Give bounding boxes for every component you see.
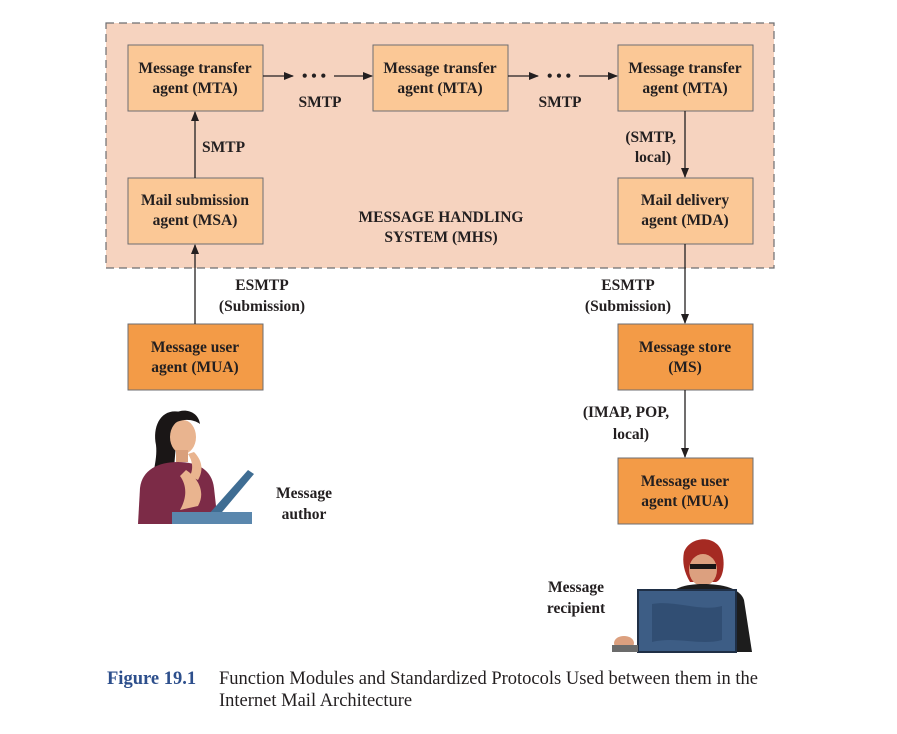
author-label-line2: author [282,506,327,523]
mta-2-line1: Message transfer [383,60,496,77]
edge-mua-msa-line1: ESMTP [235,277,289,294]
recipient-label-line2: recipient [547,600,606,617]
edge-mta1-mta2-dots: • • • [302,68,326,85]
edge-mta3-mda-line1: (SMTP, [625,129,676,146]
recipient-illustration [612,539,752,653]
message-store-box: Message store (MS) [617,323,754,391]
mta-3-box: Message transfer agent (MTA) [617,44,754,112]
mda-line2: agent (MDA) [641,212,728,229]
mta-2-line2: agent (MTA) [397,80,482,97]
msa-box: Mail submission agent (MSA) [127,177,264,245]
mda-box: Mail delivery agent (MDA) [617,177,754,245]
figure-caption: Figure 19.1 Function Modules and Standard… [107,668,807,712]
mua-recipient-line2: agent (MUA) [641,493,728,510]
edge-mta2-mta3: • • • SMTP [508,68,618,111]
edge-mua-msa: ESMTP (Submission) [191,244,305,324]
edge-mda-ms: ESMTP (Submission) [585,244,689,324]
edge-mta2-mta3-dots: • • • [547,68,571,85]
mua-author-line1: Message user [151,339,239,356]
message-store-line1: Message store [639,339,731,356]
author-label-line1: Message [276,485,332,502]
edge-msa-mta1-label: SMTP [202,139,246,156]
edge-mda-ms-line1: ESMTP [601,277,655,294]
mta-1-line1: Message transfer [138,60,251,77]
edge-msa-mta1: SMTP [191,111,246,178]
mta-3-line1: Message transfer [628,60,741,77]
message-store-line2: (MS) [668,359,702,376]
mua-recipient-line1: Message user [641,473,729,490]
msa-line1: Mail submission [141,192,249,209]
mta-2-box: Message transfer agent (MTA) [372,44,509,112]
mua-author-line2: agent (MUA) [151,359,238,376]
mhs-title-line2: SYSTEM (MHS) [384,229,497,246]
mhs-title-line1: MESSAGE HANDLING [359,209,524,226]
msa-line2: agent (MSA) [153,212,238,229]
recipient-label-line1: Message [548,579,604,596]
mta-1-box: Message transfer agent (MTA) [127,44,264,112]
edge-mta1-mta2-label: SMTP [298,94,342,111]
edge-ms-mua: (IMAP, POP, local) [583,390,689,458]
author-illustration [138,410,254,524]
mua-recipient-box: Message user agent (MUA) [617,457,754,525]
edge-mda-ms-line2: (Submission) [585,298,671,315]
mda-line1: Mail delivery [641,192,729,209]
edge-ms-mua-line2: local) [613,426,649,443]
edge-mua-msa-line2: (Submission) [219,298,305,315]
figure-label: Figure 19.1 [107,669,197,689]
figure-caption-text: Function Modules and Standardized Protoc… [219,669,758,711]
edge-mta3-mda: (SMTP, local) [625,111,689,178]
edge-mta2-mta3-label: SMTP [538,94,582,111]
edge-ms-mua-line1: (IMAP, POP, [583,404,669,421]
mua-author-box: Message user agent (MUA) [127,323,264,391]
mta-3-line2: agent (MTA) [642,80,727,97]
edge-mta1-mta2: • • • SMTP [263,68,373,111]
edge-mta3-mda-line2: local) [635,149,671,166]
mta-1-line2: agent (MTA) [152,80,237,97]
